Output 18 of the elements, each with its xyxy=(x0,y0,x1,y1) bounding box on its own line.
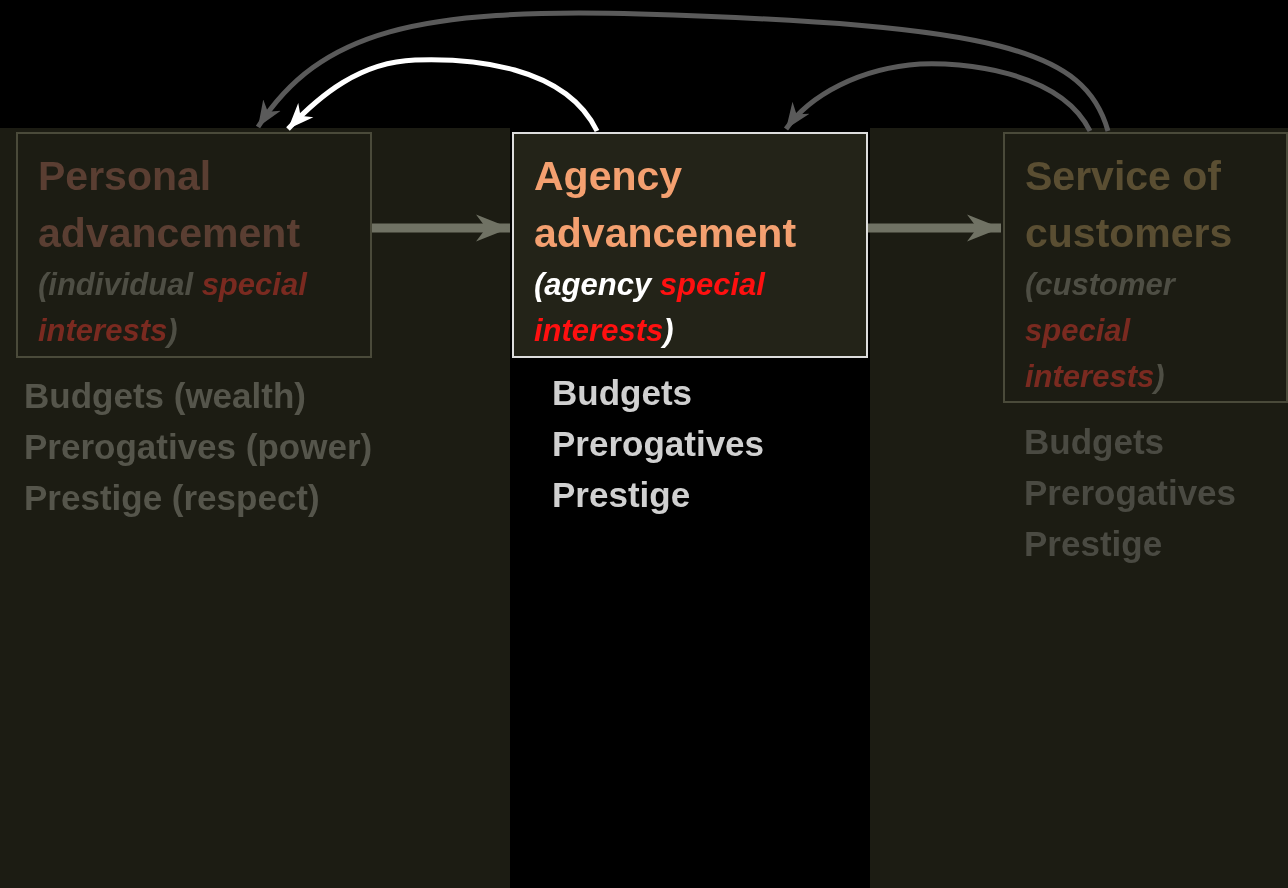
arrow xyxy=(868,214,1001,242)
list-item: Prestige (respect) xyxy=(24,477,320,519)
list-item: Prestige xyxy=(552,474,691,516)
box-heading: Personal advancement xyxy=(38,152,302,258)
list-item: Budgets xyxy=(552,372,692,414)
box-subtitle: (agency special interests) xyxy=(534,266,767,350)
list-item: Prerogatives xyxy=(552,423,765,465)
arrow xyxy=(255,10,1111,132)
arrow xyxy=(784,61,1093,133)
box-heading: Service of customers xyxy=(1025,152,1234,258)
list-item: Budgets (wealth) xyxy=(24,375,306,417)
arrow xyxy=(286,57,600,133)
list-item: Prerogatives (power) xyxy=(24,426,373,468)
process-box xyxy=(1003,132,1288,403)
arrow xyxy=(372,214,510,242)
box-heading: Agency advancement xyxy=(534,152,798,258)
process-box xyxy=(16,132,372,358)
process-box xyxy=(512,132,868,358)
